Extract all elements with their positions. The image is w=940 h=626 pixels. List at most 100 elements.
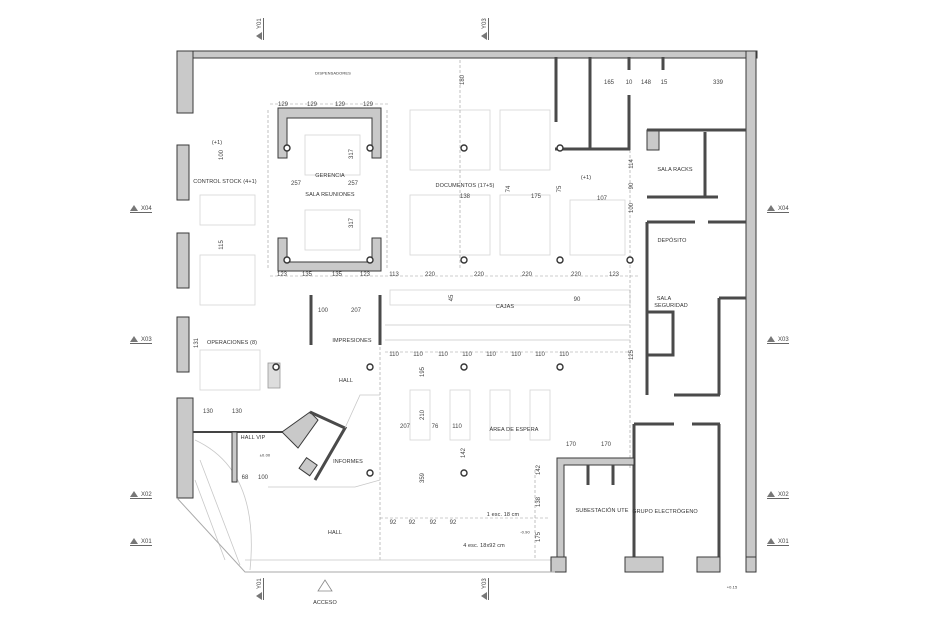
- dimension: 75: [557, 185, 563, 193]
- dimension: 317: [349, 217, 355, 229]
- dimension: 74: [506, 185, 512, 193]
- dimension: 220: [473, 272, 485, 278]
- dimension: 130: [202, 409, 214, 415]
- dimension: 125: [629, 349, 635, 361]
- dimension: 129: [362, 102, 374, 108]
- dimension: 175: [530, 194, 542, 200]
- axis-marker-x03-right: X03: [767, 336, 789, 344]
- dimension: 110: [462, 352, 472, 358]
- dimension: 195: [420, 366, 426, 378]
- room-label-sala-reuniones: SALA REUNIONES: [305, 192, 355, 198]
- room-label-sala-racks: SALA RACKS: [657, 167, 693, 173]
- level-mark: ±0.00: [259, 452, 271, 458]
- room-label-acceso: ACCESO: [313, 600, 337, 606]
- room-label-cajas: CAJAS: [495, 304, 515, 310]
- dimension: 90: [629, 182, 635, 190]
- room-label-dispensadores: DISPENSADORES: [315, 70, 351, 76]
- dimension: 100: [219, 149, 225, 161]
- dimension: 131: [194, 337, 200, 349]
- room-label-sala-seguridad: SALA: [656, 296, 672, 302]
- room-label-informes: INFORMES: [333, 459, 363, 465]
- room-note-plus-one: (+1): [211, 140, 223, 146]
- dimension: 359: [420, 472, 426, 484]
- stair-note: 4 esc. 18x92 cm: [463, 543, 505, 549]
- axis-marker-x04-left: X04: [130, 205, 152, 213]
- dimension: 15: [660, 80, 668, 86]
- room-label-subestacion: SUBESTACIÓN UTE: [575, 508, 629, 514]
- dimension: 142: [536, 464, 542, 476]
- dimension: 207: [350, 308, 362, 314]
- dimension: 100: [317, 308, 329, 314]
- axis-marker-x02-right: X02: [767, 491, 789, 499]
- dimension: 142: [461, 447, 467, 459]
- dimension: 135: [331, 272, 343, 278]
- level-mark: +0.15: [726, 584, 738, 590]
- columns: [272, 144, 634, 477]
- dimension: 220: [521, 272, 533, 278]
- axis-marker-x01-right: X01: [767, 538, 789, 546]
- dimension: 45: [449, 294, 455, 302]
- dimension: 257: [290, 181, 302, 187]
- dimension: 138: [536, 496, 542, 508]
- dimension: 92: [429, 520, 437, 526]
- room-label-sala-seguridad-2: SEGURIDAD: [654, 303, 688, 309]
- dimension: 92: [408, 520, 416, 526]
- room-label-hall-acceso: HALL: [327, 530, 343, 536]
- dimension: 123: [359, 272, 371, 278]
- stair-note: 1 esc. 18 cm: [486, 512, 520, 518]
- dimension: 130: [231, 409, 243, 415]
- dimension: 100: [629, 202, 635, 214]
- axis-marker-x02-left: X02: [130, 491, 152, 499]
- axis-marker-y01-top: Y01: [256, 18, 264, 40]
- dimension: 123: [608, 272, 620, 278]
- level-mark: -0.90: [520, 529, 530, 535]
- room-label-area-espera: ÁREA DE ESPERA: [489, 427, 539, 433]
- room-label-deposito: DEPÓSITO: [657, 238, 687, 244]
- dimension: 207: [399, 424, 411, 430]
- axis-marker-x01-left: X01: [130, 538, 152, 546]
- dimension: 170: [565, 442, 577, 448]
- dimension: 115: [219, 240, 225, 250]
- dimension: 110: [389, 352, 399, 358]
- dimension: 92: [389, 520, 397, 526]
- dimension: 110: [559, 352, 569, 358]
- acceso-arrow-icon: [317, 579, 333, 592]
- dimension: 220: [570, 272, 582, 278]
- dimension: 123: [276, 272, 288, 278]
- dimension: 113: [389, 272, 399, 278]
- dimension: 110: [486, 352, 496, 358]
- dimension: 138: [459, 194, 471, 200]
- dimension: 68: [241, 475, 249, 481]
- room-label-documentos: DOCUMENTOS (17+5): [435, 183, 495, 189]
- axis-marker-x03-left: X03: [130, 336, 152, 344]
- dimension: 210: [420, 409, 426, 421]
- dimension: 110: [438, 352, 448, 358]
- room-label-hall-vip: HALL VIP: [240, 435, 266, 441]
- dimension: 129: [334, 102, 346, 108]
- dimension: 180: [460, 74, 466, 86]
- room-label-gerencia: GERENCIA: [315, 173, 345, 179]
- dimension: 148: [640, 80, 652, 86]
- axis-marker-x04-right: X04: [767, 205, 789, 213]
- dimension: 257: [347, 181, 359, 187]
- dimension: 110: [511, 352, 521, 358]
- dimension: 90: [573, 297, 581, 303]
- room-label-hall: HALL: [338, 378, 354, 384]
- axis-marker-y03-bottom: Y03: [481, 578, 489, 600]
- dimension: 100: [257, 475, 269, 481]
- room-label-impresiones: IMPRESIONES: [332, 338, 372, 344]
- dimension: 317: [349, 148, 355, 160]
- room-label-grupo-electrogeno: GRUPO ELECTRÓGENO: [632, 509, 698, 515]
- dimension: 129: [306, 102, 318, 108]
- dimension: 110: [413, 352, 423, 358]
- dimension: 92: [449, 520, 457, 526]
- dimension: 10: [625, 80, 633, 86]
- room-label-operaciones: OPERACIONES (8): [206, 340, 258, 346]
- dimension: 129: [277, 102, 289, 108]
- axis-marker-y01-bottom: Y01: [256, 578, 264, 600]
- dimension: 220: [424, 272, 436, 278]
- dimension: 107: [596, 196, 608, 202]
- room-label-control-stock: CONTROL STOCK (4+1): [193, 179, 257, 185]
- dimension: 114: [629, 159, 635, 169]
